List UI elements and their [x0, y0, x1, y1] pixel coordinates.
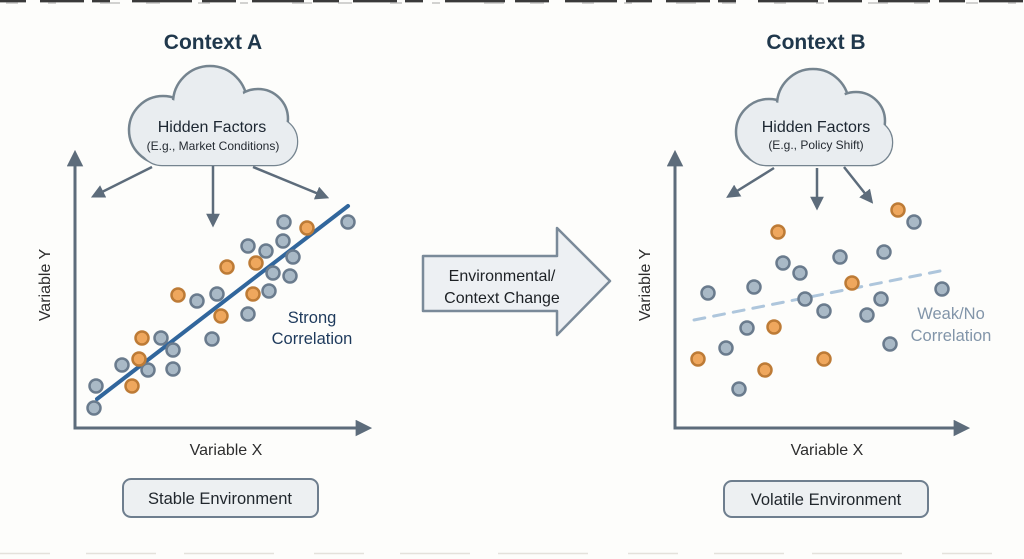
data-point-ordinary-points — [882, 336, 898, 352]
transition-arrow-label-line1: Environmental/ — [449, 268, 556, 285]
cloud-b-sublabel: (E.g., Policy Shift) — [768, 138, 863, 152]
data-point-ordinary-points — [906, 214, 922, 230]
weak-correlation-label: Weak/No Correlation — [911, 305, 992, 345]
data-point-ordinary-points — [165, 361, 181, 377]
data-point-ordinary-points — [816, 303, 832, 319]
data-point-highlighted-points — [766, 319, 782, 335]
x-axis-label-left: Variable X — [190, 442, 263, 459]
data-point-ordinary-points — [165, 342, 181, 358]
data-point-highlighted-points — [248, 255, 264, 271]
data-point-highlighted-points — [757, 362, 773, 378]
x-axis-label-right: Variable X — [791, 442, 864, 459]
cloud-b-causal-arrows — [726, 166, 874, 211]
cloud-b-label: Hidden Factors — [762, 119, 871, 136]
svg-text:Correlation: Correlation — [272, 330, 353, 348]
panel-a-title: Context A — [164, 31, 262, 54]
data-point-ordinary-points — [114, 357, 130, 373]
data-point-ordinary-points — [746, 279, 762, 295]
data-point-ordinary-points — [258, 243, 274, 259]
scatter-plot-left — [86, 204, 356, 416]
data-point-highlighted-points — [170, 287, 186, 303]
data-point-highlighted-points — [131, 351, 147, 367]
y-axis-label-left: Variable Y — [37, 249, 54, 322]
data-point-highlighted-points — [219, 259, 235, 275]
data-point-ordinary-points — [153, 330, 169, 346]
panel-b-title: Context B — [766, 31, 865, 54]
hidden-factors-cloud-b: Hidden Factors (E.g., Policy Shift) — [734, 67, 894, 167]
data-point-ordinary-points — [731, 381, 747, 397]
data-point-ordinary-points — [140, 362, 156, 378]
data-point-ordinary-points — [209, 286, 225, 302]
data-point-ordinary-points — [873, 291, 889, 307]
data-point-ordinary-points — [718, 340, 734, 356]
cloud-a-label: Hidden Factors — [158, 119, 267, 136]
cloud-shape — [734, 67, 894, 167]
data-point-ordinary-points — [876, 244, 892, 260]
data-point-ordinary-points — [775, 255, 791, 271]
svg-text:Strong: Strong — [288, 309, 337, 327]
data-point-ordinary-points — [700, 285, 716, 301]
data-point-ordinary-points — [282, 268, 298, 284]
stable-environment-badge: Stable Environment — [122, 478, 319, 518]
data-point-highlighted-points — [816, 351, 832, 367]
data-point-ordinary-points — [86, 400, 102, 416]
volatile-environment-badge: Volatile Environment — [723, 480, 929, 518]
data-point-ordinary-points — [797, 291, 813, 307]
stable-environment-label: Stable Environment — [148, 490, 292, 508]
volatile-environment-label: Volatile Environment — [751, 491, 902, 509]
transition-arrow: Environmental/ Context Change — [421, 226, 612, 337]
data-point-highlighted-points — [299, 220, 315, 236]
data-point-ordinary-points — [285, 249, 301, 265]
data-point-ordinary-points — [204, 331, 220, 347]
cloud-shape — [127, 64, 299, 167]
data-point-ordinary-points — [739, 320, 755, 336]
data-point-highlighted-points — [245, 286, 261, 302]
data-point-ordinary-points — [792, 265, 808, 281]
data-point-highlighted-points — [770, 224, 786, 240]
data-point-highlighted-points — [134, 330, 150, 346]
data-point-ordinary-points — [261, 283, 277, 299]
data-point-ordinary-points — [189, 293, 205, 309]
y-axis-label-right: Variable Y — [637, 249, 654, 322]
axes-left — [66, 149, 373, 437]
data-point-ordinary-points — [240, 238, 256, 254]
data-point-ordinary-points — [934, 281, 950, 297]
data-point-ordinary-points — [265, 265, 281, 281]
data-point-highlighted-points — [213, 308, 229, 324]
data-point-ordinary-points — [88, 378, 104, 394]
strong-correlation-label: Strong Correlation — [272, 309, 353, 348]
data-point-highlighted-points — [844, 275, 860, 291]
transition-arrow-label-line2: Context Change — [444, 290, 560, 307]
data-point-ordinary-points — [276, 214, 292, 230]
scatter-plot-right — [690, 202, 950, 397]
data-point-ordinary-points — [240, 306, 256, 322]
data-point-ordinary-points — [859, 307, 875, 323]
data-point-ordinary-points — [340, 214, 356, 230]
data-point-ordinary-points — [275, 233, 291, 249]
svg-text:Correlation: Correlation — [911, 327, 992, 345]
svg-text:Weak/No: Weak/No — [917, 305, 985, 323]
cloud-a-sublabel: (E.g., Market Conditions) — [147, 139, 280, 153]
data-point-highlighted-points — [124, 378, 140, 394]
data-point-ordinary-points — [832, 249, 848, 265]
strong-trend-line — [95, 204, 350, 401]
weak-trend-line — [692, 269, 942, 322]
axes-right — [666, 149, 971, 437]
cloud-a-causal-arrows — [90, 165, 330, 228]
data-point-highlighted-points — [690, 351, 706, 367]
data-point-highlighted-points — [890, 202, 906, 218]
hidden-factors-cloud-a: Hidden Factors (E.g., Market Conditions) — [127, 64, 299, 167]
